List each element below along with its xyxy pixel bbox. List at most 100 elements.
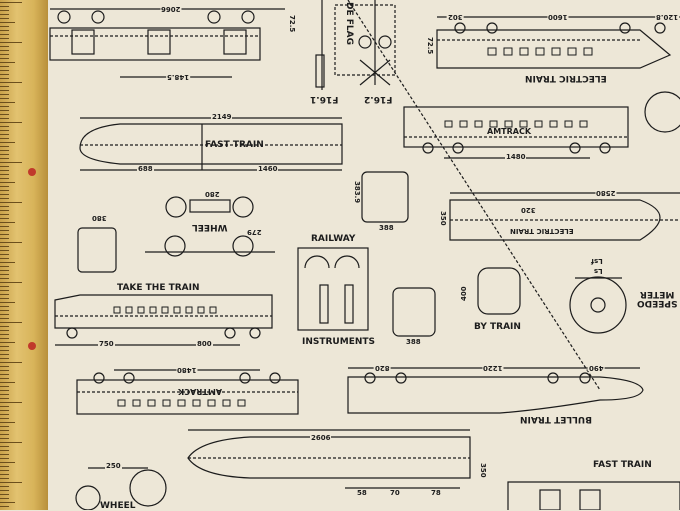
ruler-tick bbox=[0, 286, 9, 287]
ruler-tick bbox=[0, 290, 9, 291]
ruler-tick bbox=[0, 234, 9, 235]
dim-label: 388 bbox=[378, 224, 395, 232]
ruler-mark bbox=[28, 168, 36, 176]
ruler-tick bbox=[0, 114, 9, 115]
ruler-tick bbox=[0, 330, 9, 331]
ruler-tick bbox=[0, 478, 9, 479]
dim-label: 383.9 bbox=[353, 180, 361, 205]
ruler-tick bbox=[0, 138, 9, 139]
ruler-tick bbox=[0, 410, 9, 411]
train-top-left bbox=[49, 8, 285, 78]
ruler-tick bbox=[0, 354, 9, 355]
ruler-tick bbox=[0, 362, 22, 363]
ruler-tick bbox=[0, 94, 9, 95]
electric-train-label: ELECTRIC TRAIN bbox=[525, 73, 607, 83]
wheel-label: WHEEL bbox=[192, 222, 228, 232]
ruler-tick bbox=[0, 174, 9, 175]
dim-label: Ls bbox=[593, 267, 604, 275]
ruler-tick bbox=[0, 486, 9, 487]
dim-label: 280 bbox=[204, 190, 221, 198]
ruler-tick bbox=[0, 214, 9, 215]
dim-label: 750 bbox=[98, 340, 115, 348]
electric-train-mid bbox=[449, 192, 680, 241]
ruler-tick bbox=[0, 266, 9, 267]
dim-label: 1220 bbox=[482, 364, 504, 372]
ruler-tick bbox=[0, 78, 9, 79]
ruler-tick bbox=[0, 498, 9, 499]
ruler-tick bbox=[0, 374, 9, 375]
dim-label: 2606 bbox=[310, 434, 332, 442]
front-view-388-top bbox=[361, 171, 409, 223]
ruler-tick bbox=[0, 458, 9, 459]
ruler-tick bbox=[0, 154, 9, 155]
ruler-tick bbox=[0, 162, 22, 163]
dim-label: 1600 bbox=[547, 13, 569, 21]
ruler-tick bbox=[0, 34, 9, 35]
railway-instruments-panel bbox=[297, 247, 369, 331]
ruler-tick bbox=[0, 418, 9, 419]
electric-train-mid-label: ELECTRIC TRAIN bbox=[510, 227, 574, 235]
ruler-tick bbox=[0, 18, 9, 19]
ruler-tick bbox=[0, 414, 9, 415]
ruler-tick bbox=[0, 370, 9, 371]
ruler-tick bbox=[0, 14, 9, 15]
dim-label: 400 bbox=[460, 285, 468, 302]
ruler-tick bbox=[0, 90, 9, 91]
speedo-label: SPEEDO bbox=[637, 298, 678, 308]
ruler-tick bbox=[0, 206, 9, 207]
dim-label: 1480 bbox=[505, 153, 527, 161]
ruler-tick bbox=[0, 398, 9, 399]
ruler-tick bbox=[0, 394, 9, 395]
gauge-top-right bbox=[644, 91, 680, 133]
ruler-tick bbox=[0, 226, 9, 227]
dim-label: 279 bbox=[246, 228, 263, 236]
ruler-tick bbox=[0, 182, 15, 183]
ruler-tick bbox=[0, 198, 9, 199]
ruler-tick bbox=[0, 430, 9, 431]
dim-label: Lsf bbox=[590, 257, 604, 265]
dim-label: 320 bbox=[520, 206, 537, 214]
ruler-tick bbox=[0, 178, 9, 179]
ruler-tick bbox=[0, 358, 9, 359]
ruler-tick bbox=[0, 270, 9, 271]
amtrack-label: AMTRACK bbox=[487, 127, 532, 136]
ruler-tick bbox=[0, 218, 9, 219]
ruler-tick bbox=[0, 262, 15, 263]
ruler-tick bbox=[0, 50, 9, 51]
dim-label: 120.8 bbox=[655, 13, 680, 21]
wheel-diagrams bbox=[145, 196, 275, 257]
ruler-tick bbox=[0, 242, 22, 243]
dim-label: 1460 bbox=[257, 165, 279, 173]
flag-label: DE FLAG bbox=[344, 2, 354, 45]
ruler-tick bbox=[0, 2, 22, 3]
dim-label: 490 bbox=[588, 364, 605, 372]
f161-label: F16.1 bbox=[310, 94, 339, 104]
ruler-tick bbox=[0, 326, 9, 327]
ruler-tick bbox=[0, 54, 9, 55]
speedometer bbox=[569, 276, 627, 334]
ruler-tick bbox=[0, 506, 9, 507]
ruler-tick bbox=[0, 282, 22, 283]
ruler-tick bbox=[0, 22, 15, 23]
ruler-tick bbox=[0, 166, 9, 167]
f162-label: F16.2 bbox=[364, 94, 393, 104]
ruler-tick bbox=[0, 246, 9, 247]
ruler-tick bbox=[0, 26, 9, 27]
ruler-tick bbox=[0, 386, 9, 387]
meter-label: METER bbox=[640, 289, 675, 299]
ruler-tick bbox=[0, 306, 9, 307]
dim-label: 2149 bbox=[211, 113, 233, 121]
dim-label: 2580 bbox=[595, 189, 617, 197]
wooden-ruler bbox=[0, 0, 48, 510]
ruler-mark bbox=[28, 342, 36, 350]
ruler-tick bbox=[0, 142, 15, 143]
bullet-train bbox=[347, 0, 644, 414]
dim-label: 302 bbox=[447, 13, 464, 21]
ruler-tick bbox=[0, 442, 22, 443]
ruler-tick bbox=[0, 302, 15, 303]
ruler-tick bbox=[0, 98, 9, 99]
ruler-tick bbox=[0, 334, 9, 335]
ruler-tick bbox=[0, 318, 9, 319]
ruler-tick bbox=[0, 446, 9, 447]
